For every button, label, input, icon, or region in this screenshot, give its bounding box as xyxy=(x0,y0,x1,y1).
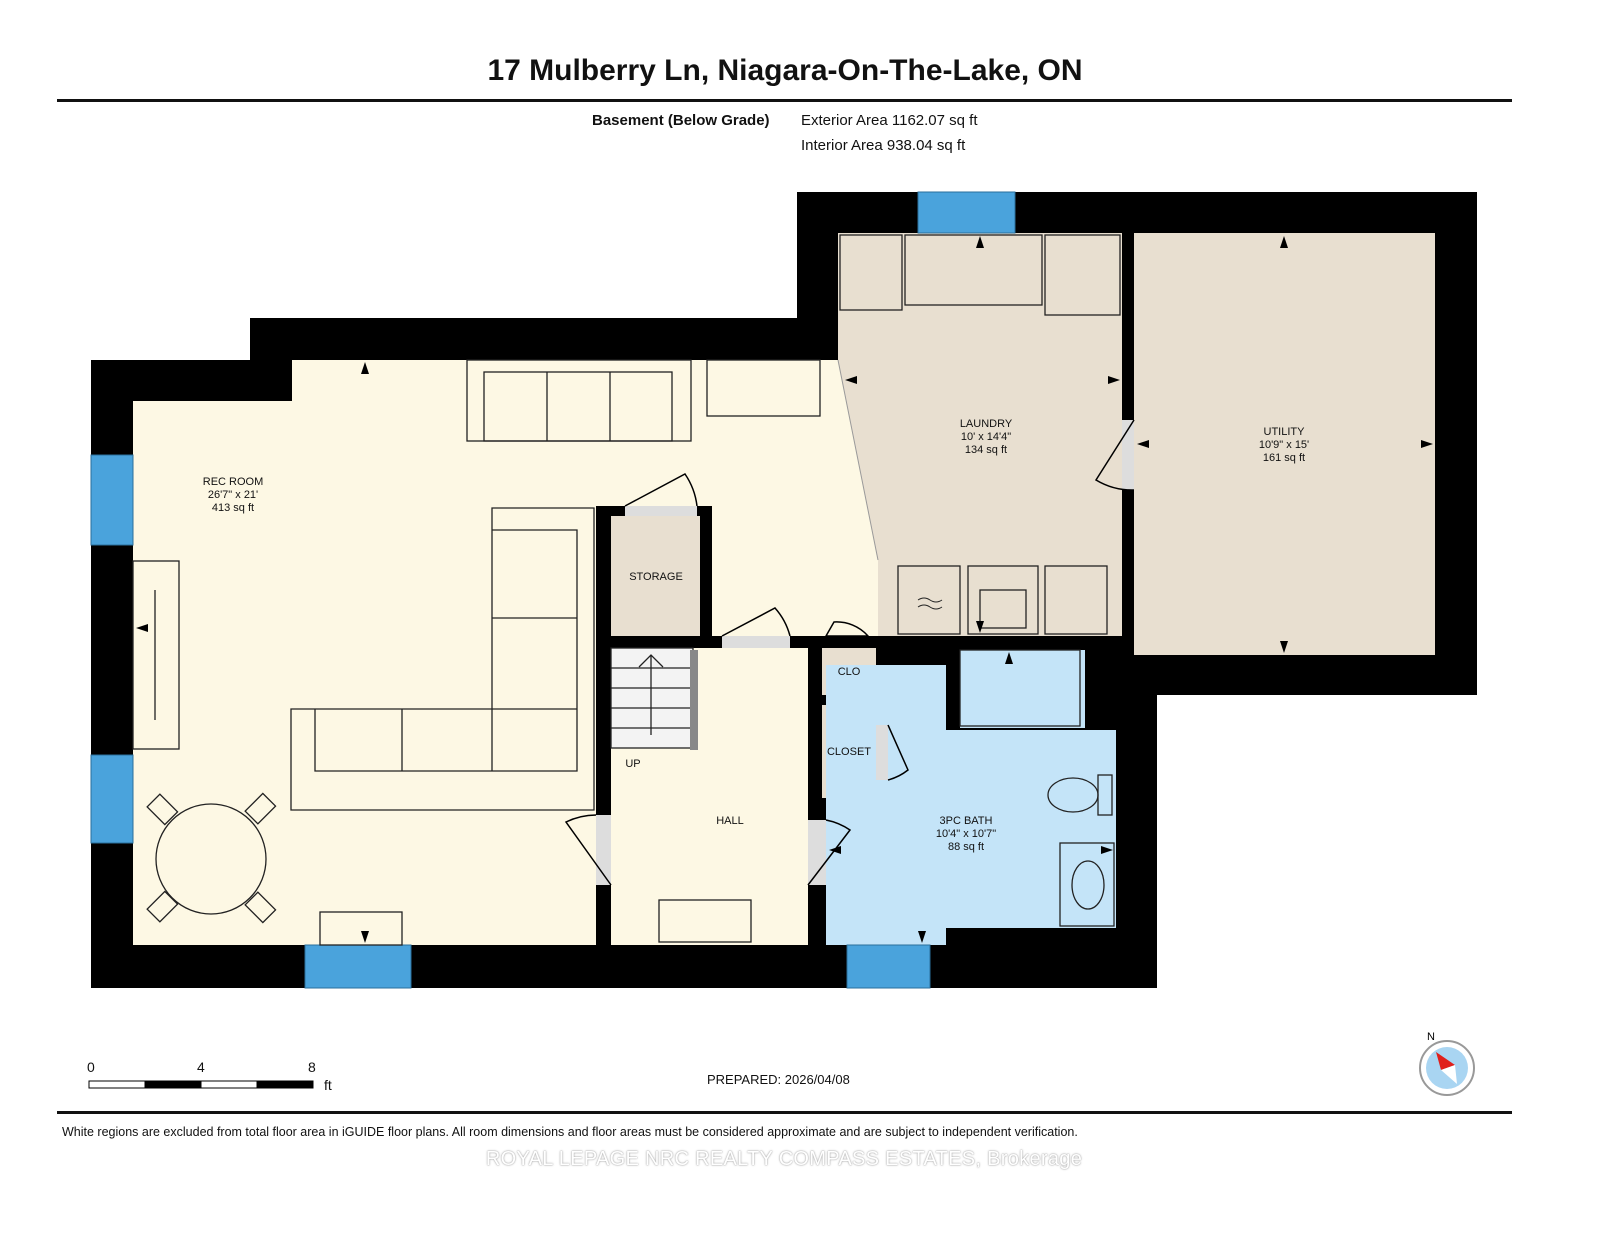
bath-area: 88 sq ft xyxy=(948,841,984,853)
compass-north: N xyxy=(1427,1031,1435,1043)
scale-tick: 4 xyxy=(197,1059,205,1075)
door-swing xyxy=(624,473,698,507)
bath-label: 3PC BATH xyxy=(940,815,993,827)
bench xyxy=(319,911,403,946)
bath-dims: 10'4" x 10'7" xyxy=(936,828,996,840)
door-opening xyxy=(596,815,611,885)
water-heater xyxy=(1044,565,1108,635)
exterior-area: Exterior Area 1162.07 sq ft xyxy=(801,112,978,129)
door-swing xyxy=(824,621,870,637)
laundry-boundary xyxy=(837,359,879,561)
door-swing xyxy=(807,819,852,886)
utility-area: 161 sq ft xyxy=(1263,452,1305,464)
shower-floor xyxy=(960,650,1085,728)
utility-dims: 10'9" x 15' xyxy=(1259,439,1309,451)
storage-floor xyxy=(611,516,700,636)
utility-floor xyxy=(1134,233,1435,655)
scale-tick: 0 xyxy=(87,1059,95,1075)
stairs-up-label: UP xyxy=(625,758,640,770)
cabinet xyxy=(839,234,903,311)
brokerage-watermark: ROYAL LEPAGE NRC REALTY COMPASS ESTATES,… xyxy=(485,1148,1083,1170)
door-swing xyxy=(564,814,612,886)
rec-room-area: 413 sq ft xyxy=(212,502,254,514)
door-swing xyxy=(721,607,791,637)
cabinet xyxy=(706,359,821,417)
window xyxy=(917,191,1016,234)
window xyxy=(90,454,134,546)
footer-divider xyxy=(57,1111,1512,1114)
window xyxy=(90,754,134,844)
cabinet xyxy=(1044,234,1121,316)
door-opening xyxy=(1122,420,1134,490)
dining-table xyxy=(155,803,267,915)
door-opening xyxy=(625,506,697,516)
closet-label: CLOSET xyxy=(827,746,871,758)
interior-area: Interior Area 938.04 sq ft xyxy=(801,137,966,154)
door-swing xyxy=(1094,419,1135,491)
prepared-date: PREPARED: 2026/04/08 xyxy=(707,1072,850,1087)
clo-label: CLO xyxy=(838,666,861,678)
storage-label: STORAGE xyxy=(629,571,683,583)
title-divider xyxy=(57,99,1512,102)
scale-unit: ft xyxy=(324,1077,332,1093)
door-opening xyxy=(722,636,790,648)
compass-icon: N xyxy=(1419,1031,1475,1096)
laundry-sink xyxy=(967,565,1039,635)
scale-bar xyxy=(88,1080,314,1089)
counter xyxy=(904,234,1043,306)
stairs xyxy=(610,647,694,749)
door-opening xyxy=(876,725,888,780)
door-opening xyxy=(808,820,826,885)
rec-room-label: REC ROOM xyxy=(203,476,264,488)
shower xyxy=(959,649,1081,727)
disclaimer: White regions are excluded from total fl… xyxy=(62,1125,1078,1139)
utility-label: UTILITY xyxy=(1264,426,1306,438)
bath-floor xyxy=(826,665,1116,945)
window xyxy=(846,944,931,989)
tv-console xyxy=(132,560,180,750)
washer xyxy=(897,565,961,635)
hall-label: HALL xyxy=(716,815,744,827)
rec-room-dims: 26'7" x 21' xyxy=(208,489,258,501)
sofa-inner xyxy=(483,371,673,442)
window xyxy=(304,944,412,989)
laundry-area: 134 sq ft xyxy=(965,444,1007,456)
page-title: 17 Mulberry Ln, Niagara-On-The-Lake, ON xyxy=(487,54,1083,87)
laundry-floor xyxy=(838,233,1122,636)
rec-room-floor xyxy=(133,360,878,945)
vanity xyxy=(1059,842,1115,927)
laundry-label: LAUNDRY xyxy=(960,418,1013,430)
hall-cabinet xyxy=(658,899,752,943)
laundry-dims: 10' x 14'4" xyxy=(961,431,1011,443)
scale-tick: 8 xyxy=(308,1059,316,1075)
door-swing xyxy=(887,724,909,781)
floor-name: Basement (Below Grade) xyxy=(592,112,770,129)
